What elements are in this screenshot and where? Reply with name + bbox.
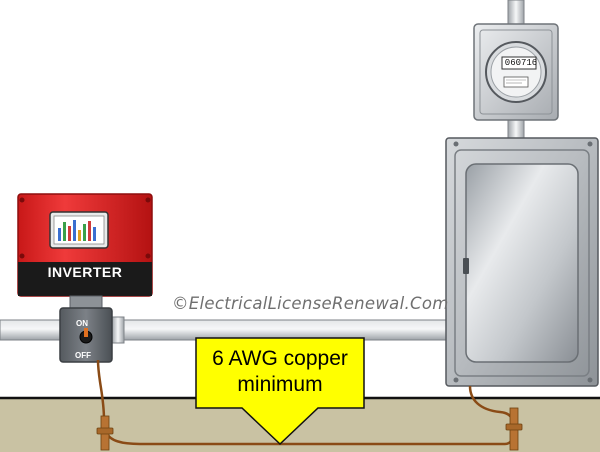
switch-on-label: ON <box>76 319 88 328</box>
meter-reading: 060716 <box>504 58 538 68</box>
electric-meter-icon <box>473 23 559 121</box>
callout-text: 6 AWG copper minimum <box>212 347 348 396</box>
callout-arrow <box>195 337 365 446</box>
ground-rod-icon <box>96 415 114 451</box>
panel-box-icon <box>445 137 599 387</box>
disconnect-switch-icon <box>59 295 113 363</box>
watermark: ©ElectricalLicenseRenewal.Com <box>172 294 449 313</box>
inverter-box-icon <box>17 193 153 297</box>
ground-rod-icon <box>505 407 523 451</box>
inverter-label: INVERTER <box>47 264 123 280</box>
service-mast <box>507 0 525 143</box>
switch-off-label: OFF <box>75 351 91 360</box>
